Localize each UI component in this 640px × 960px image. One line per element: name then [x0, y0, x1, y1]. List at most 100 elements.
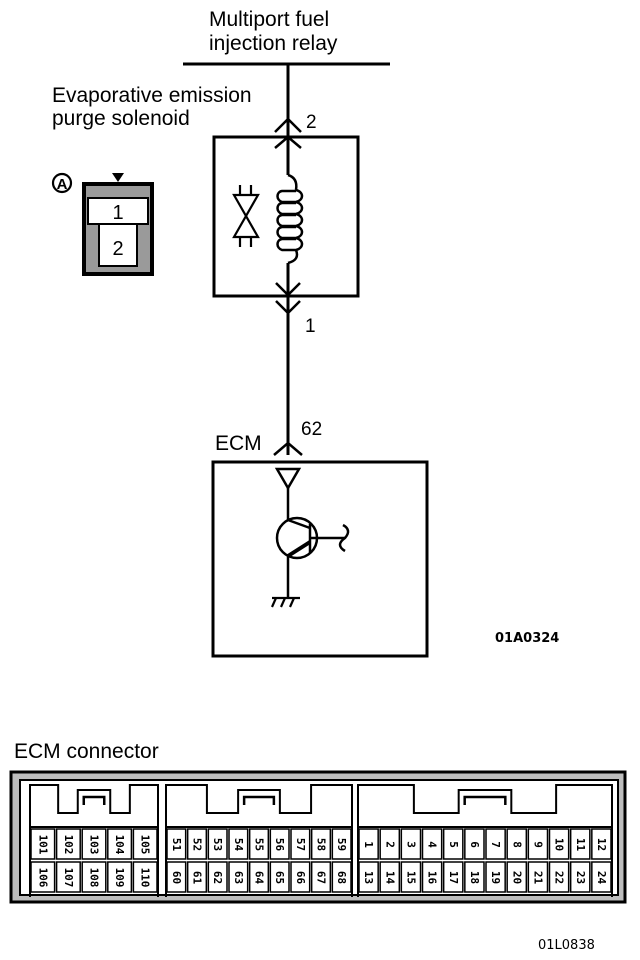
terminal-number: 14 — [383, 871, 396, 885]
terminal-cell — [207, 828, 228, 860]
terminal-cell — [442, 828, 464, 860]
terminal-cell — [30, 861, 56, 893]
valve-icon — [232, 185, 260, 247]
terminal-cell — [379, 861, 401, 893]
terminal-number: 63 — [232, 871, 245, 884]
terminal-cell — [166, 861, 187, 893]
terminal-number: 59 — [335, 838, 348, 851]
connector-reference: A 1 2 — [51, 172, 154, 276]
terminal-cell — [186, 828, 208, 860]
connector-letter-circle — [51, 172, 73, 194]
terminal-number: 56 — [273, 838, 286, 852]
ground-icon — [270, 596, 300, 608]
terminal-cell — [107, 828, 133, 860]
terminal-cell — [421, 861, 443, 893]
ecm-pin: 62 — [301, 419, 322, 440]
terminal-cell — [358, 828, 379, 860]
terminal-cell — [132, 828, 158, 860]
terminal-number: 8 — [510, 841, 523, 848]
terminal-number: 19 — [489, 871, 502, 884]
terminal-cell — [591, 861, 612, 893]
connector-letter: A — [57, 176, 68, 193]
terminal-cell — [400, 828, 422, 860]
terminal-number: 10 — [553, 838, 566, 851]
terminal-cell — [569, 828, 591, 860]
terminal-cell — [358, 861, 379, 893]
terminal-cell — [107, 861, 133, 893]
terminal-number: 110 — [139, 868, 152, 888]
figure-code-top: 01A0324 — [495, 631, 559, 646]
terminal-number: 54 — [232, 838, 245, 852]
terminal-number: 9 — [531, 841, 544, 848]
terminal-number: 51 — [170, 838, 183, 852]
terminal-number: 17 — [447, 871, 460, 884]
terminal-cell — [527, 828, 549, 860]
terminal-number: 102 — [62, 835, 75, 855]
solenoid-label-line2: purge solenoid — [52, 107, 190, 130]
terminal-cell — [228, 828, 249, 860]
ecm-box — [211, 460, 429, 658]
terminal-number: 68 — [335, 871, 348, 884]
terminal-number: 58 — [315, 838, 328, 851]
terminal-number: 64 — [253, 871, 266, 885]
terminal-cell — [132, 861, 158, 893]
terminal-cell — [400, 861, 422, 893]
solenoid-label-line1: Evaporative emission — [52, 84, 252, 107]
terminal-number: 62 — [211, 871, 224, 884]
terminal-cell — [331, 861, 352, 893]
terminal-number: 23 — [574, 871, 587, 884]
terminal-number: 24 — [595, 871, 608, 885]
terminal-number: 12 — [595, 838, 608, 851]
terminal-number: 5 — [447, 841, 460, 848]
terminal-number: 52 — [191, 838, 204, 851]
terminal-number: 106 — [36, 868, 49, 888]
transistor-icon — [274, 467, 350, 597]
terminal-cell — [506, 861, 528, 893]
terminal-cell — [290, 828, 311, 860]
terminal-number: 21 — [531, 871, 544, 885]
terminal-cell — [506, 828, 528, 860]
solenoid-pin1-connector-icon — [275, 282, 301, 315]
terminal-cell — [548, 861, 570, 893]
terminal-cell — [485, 828, 506, 860]
terminal-number: 11 — [574, 838, 587, 852]
ecm-connector-title: ECM connector — [14, 740, 159, 763]
terminal-cell — [310, 828, 332, 860]
solenoid-pin-bottom: 1 — [305, 316, 316, 337]
terminal-cell — [485, 861, 506, 893]
terminal-cell — [464, 828, 485, 860]
terminal-number: 105 — [139, 835, 152, 855]
terminal-number: 67 — [315, 871, 328, 884]
ecm-label: ECM — [215, 432, 262, 455]
terminal-number: 109 — [113, 868, 126, 888]
terminal-number: 1 — [362, 841, 375, 848]
terminal-cell — [81, 861, 107, 893]
terminal-number: 65 — [273, 871, 286, 884]
terminal-cell — [166, 828, 187, 860]
terminal-number: 57 — [294, 838, 307, 851]
solenoid-box — [212, 135, 360, 298]
terminal-number: 7 — [489, 841, 502, 848]
terminal-number: 104 — [113, 835, 126, 855]
terminal-number: 22 — [553, 871, 566, 884]
terminal-cell — [290, 861, 311, 893]
relay-label-line2: injection relay — [209, 32, 338, 55]
terminal-cell — [379, 828, 401, 860]
terminal-cell — [331, 828, 352, 860]
terminal-cell — [548, 828, 570, 860]
terminal-number: 3 — [404, 841, 417, 848]
terminal-number: 18 — [468, 871, 481, 884]
terminal-cell — [421, 828, 443, 860]
terminal-cell — [464, 861, 485, 893]
terminal-cell — [269, 828, 290, 860]
terminal-number: 107 — [62, 868, 75, 888]
terminal-cell — [591, 828, 612, 860]
terminal-number: 60 — [170, 871, 183, 884]
terminal-cell — [81, 828, 107, 860]
terminal-cell — [228, 861, 249, 893]
